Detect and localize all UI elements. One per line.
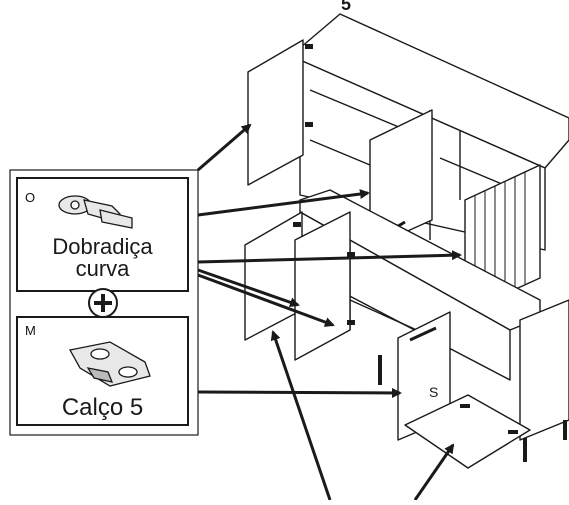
arrow-upper-middle-door — [197, 189, 370, 217]
plate-name: Calço 5 — [61, 394, 144, 421]
plus-icon — [94, 294, 112, 312]
mounting-plate-icon — [68, 341, 151, 387]
arrow-bottom-hinge-left — [270, 330, 332, 501]
arrow-lower-left-door — [197, 268, 300, 308]
lower-left-door — [244, 211, 303, 341]
arrow-upper-left-door — [197, 123, 252, 172]
hinge-name-line1: Dobradiça — [52, 234, 153, 259]
top-partial-label: 5 — [341, 0, 352, 14]
hinge-panel — [16, 177, 189, 292]
arrow-bottom-hinge-right — [413, 443, 455, 501]
arrow-lower-center-door — [197, 273, 335, 327]
hinge-icon — [58, 195, 133, 229]
hinge-name-line2: curva — [75, 256, 130, 281]
lower-center-door — [294, 211, 351, 361]
arrow-ribbed-door — [197, 250, 462, 264]
upper-left-door — [247, 39, 304, 186]
right-side-module — [519, 299, 569, 441]
hinge-code: O — [25, 190, 36, 205]
plate-code: M — [25, 323, 36, 338]
arrow-upright-door — [197, 387, 402, 398]
cabinet-label-s: S — [429, 384, 439, 400]
